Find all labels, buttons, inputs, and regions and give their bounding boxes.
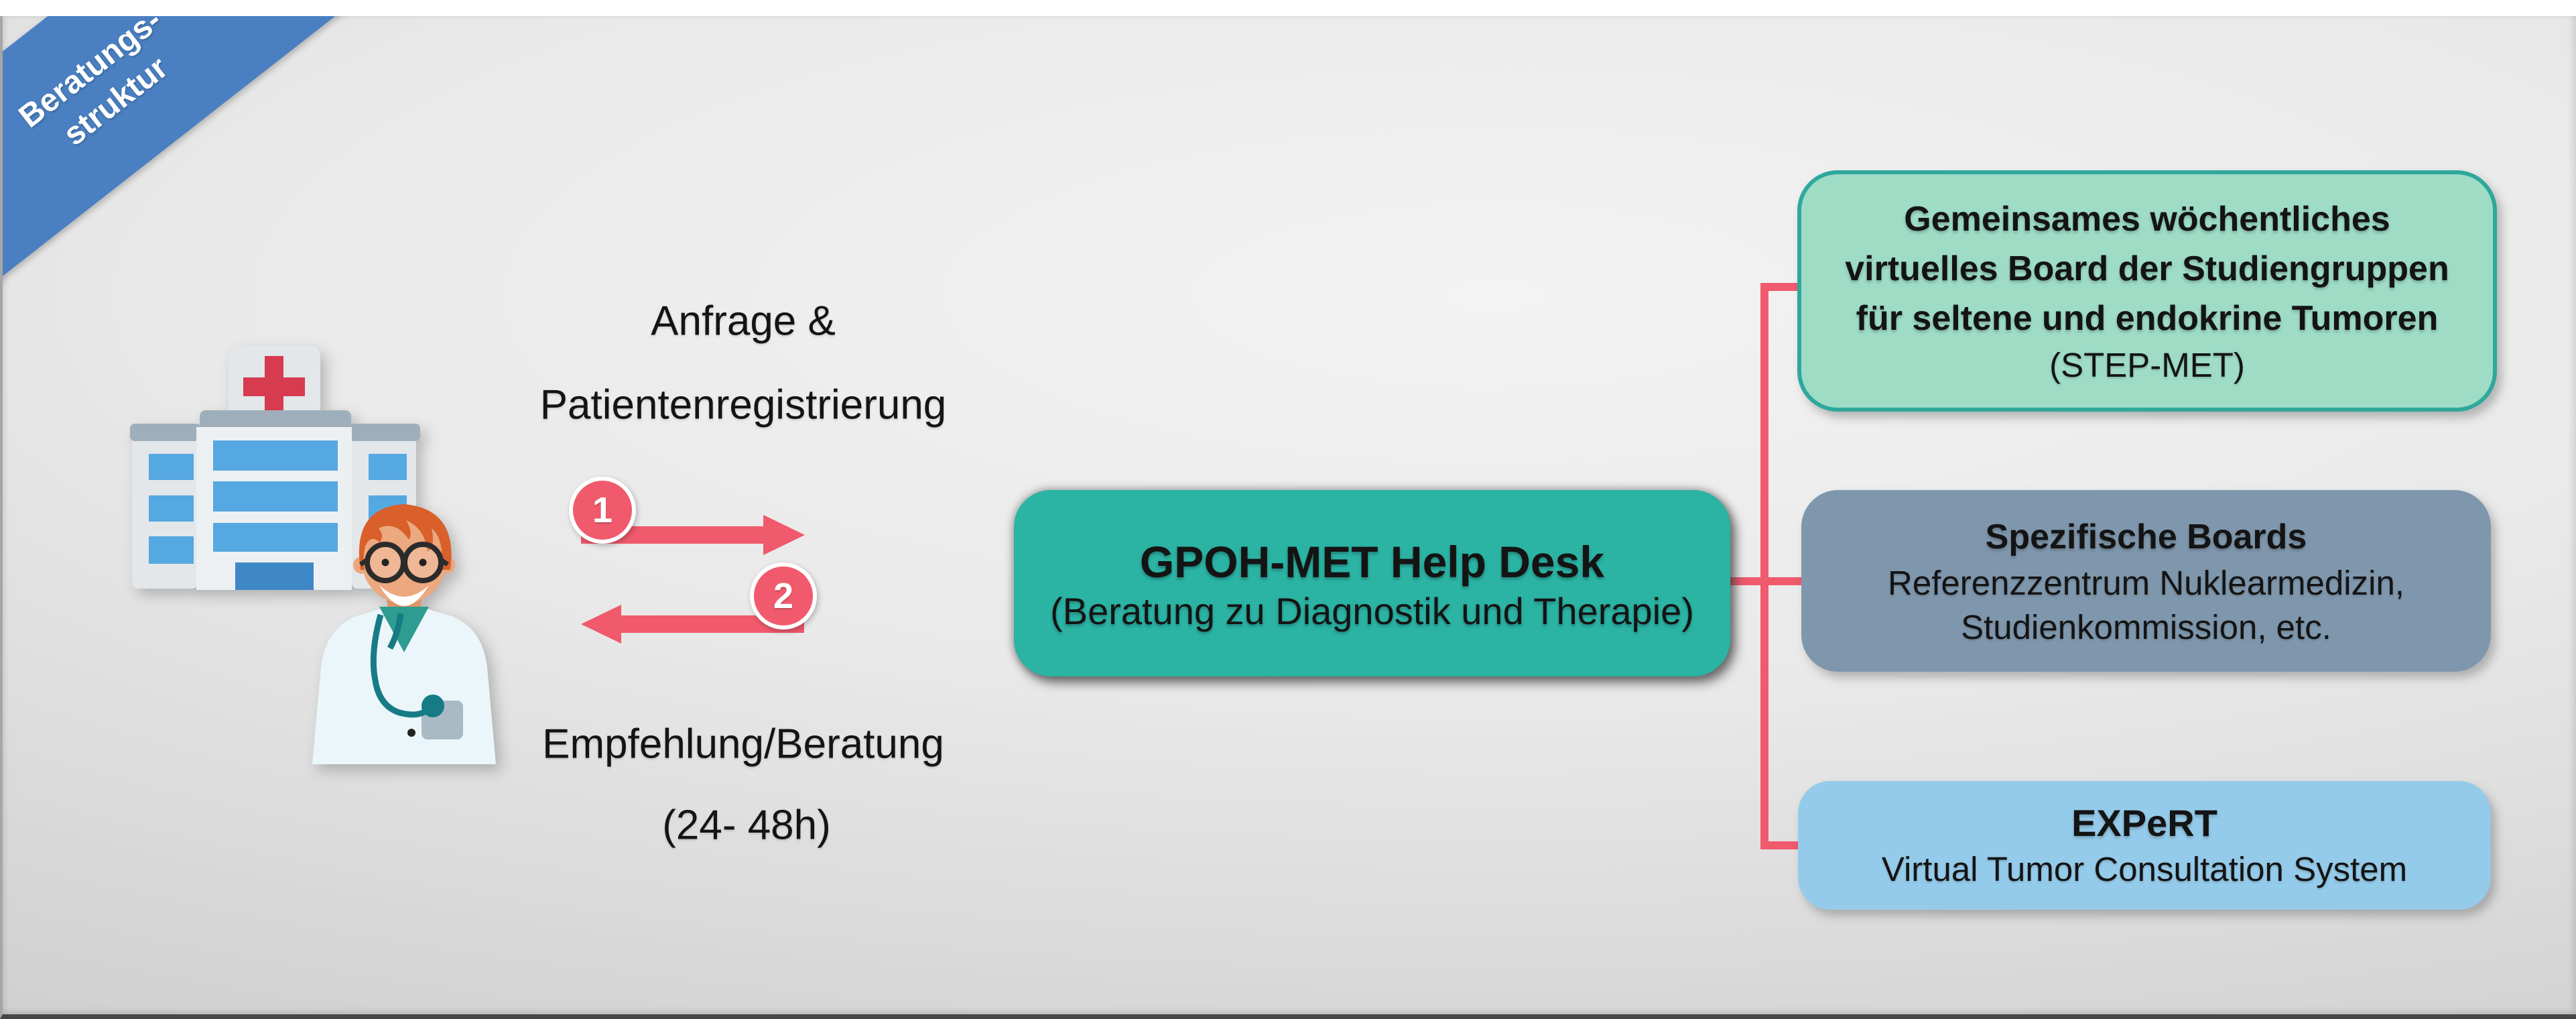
response-label-line2: (24- 48h) [662,802,831,849]
help-desk-box: GPOH-MET Help Desk (Beratung zu Diagnost… [1014,490,1730,676]
step-met-line2: virtuelles Board der Studiengruppen [1845,249,2449,288]
response-arrow-head [581,605,621,644]
help-desk-subtitle: (Beratung zu Diagnostik und Therapie) [1050,590,1694,632]
request-label-line1: Anfrage & [651,298,836,345]
request-label-line2: Patientenregistrierung [539,381,947,428]
diagram-canvas: Beratungs- struktur [0,16,2576,1019]
step-met-board-box: Gemeinsames wöchentliches virtuelles Boa… [1797,170,2497,412]
connector-branch-expert [1765,841,1801,849]
specific-boards-line1: Referenzzentrum Nuklearmedizin, [1888,563,2404,602]
step-1-badge: 1 [569,477,636,544]
connector-branch-step-met [1765,283,1801,291]
doctor-icon [312,504,496,764]
specific-boards-line2: Studienkommission, etc. [1961,607,2331,646]
step-met-line1: Gemeinsames wöchentliches [1904,200,2390,239]
step-met-line3: für seltene und endokrine Tumoren [1856,299,2439,338]
connector-trunk [1760,283,1768,849]
step-met-line4: (STEP-MET) [2049,346,2245,384]
expert-line1: Virtual Tumor Consultation System [1881,850,2408,888]
step-1-number: 1 [592,490,613,530]
response-label-line1: Empfehlung/Beratung [542,721,944,768]
specific-boards-title: Spezifische Boards [1985,517,2307,556]
step-2-badge: 2 [750,562,817,630]
ribbon-label: Beratungs- struktur [11,16,196,170]
expert-box: EXPeRT Virtual Tumor Consultation System [1798,781,2491,910]
hospital-icon [130,346,496,764]
specific-boards-box: Spezifische Boards Referenzzentrum Nukle… [1801,490,2491,672]
corner-ribbon: Beratungs- struktur [3,16,422,361]
request-arrow-head [763,515,805,555]
step-2-number: 2 [773,576,794,616]
help-desk-title: GPOH-MET Help Desk [1139,537,1605,587]
expert-title: EXPeRT [2071,802,2217,844]
